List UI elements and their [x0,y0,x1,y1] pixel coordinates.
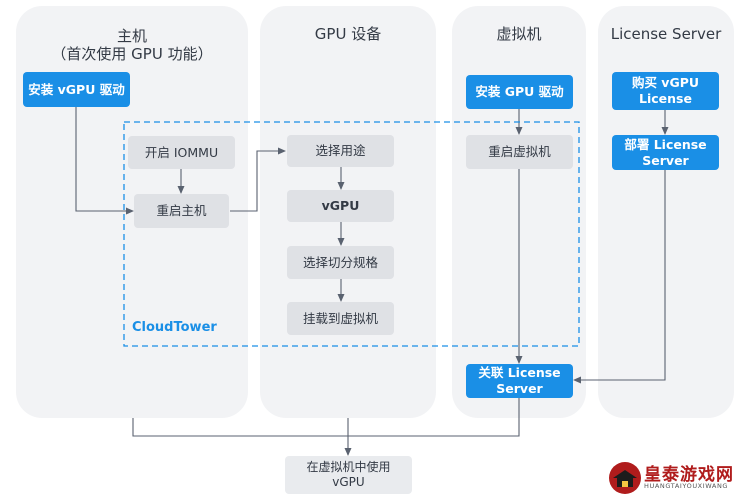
lane-host-title: 主机 [116,27,147,45]
step-link-license-server-line2: Server [496,381,543,396]
step-reboot-host-label: 重启主机 [156,203,207,218]
cloudtower-label: CloudTower [132,320,217,335]
arrow-deploy-to-link [573,170,666,384]
lane-vm-title: 虚拟机 [496,25,542,43]
arrow-reboot-host-to-usage [230,147,286,212]
step-link-license-server: 关联 License Server [466,364,573,398]
watermark-subtext: HUANGTAIYOUXIWANG [644,482,729,490]
merge-line [132,398,520,437]
step-vgpu: vGPU [287,190,394,222]
step-deploy-license-server-line2: Server [642,152,689,168]
pagoda-icon [609,462,641,494]
step-deploy-license-server-line1: 部署 License [624,136,707,152]
step-mount-to-vm: 挂载到虚拟机 [287,302,394,335]
step-enable-iommu: 开启 IOMMU [128,136,235,169]
step-reboot-host: 重启主机 [134,194,229,228]
step-buy-vgpu-license-line2: License [639,91,692,106]
step-use-vgpu-in-vm-line2: vGPU [332,475,365,489]
step-install-vgpu-driver-host: 安装 vGPU 驱动 [23,72,130,107]
step-reboot-vm: 重启虚拟机 [466,135,573,169]
step-buy-vgpu-license-line1: 购买 vGPU [631,75,700,90]
step-vgpu-label: vGPU [321,198,360,213]
step-buy-vgpu-license: 购买 vGPU License [612,72,719,110]
step-enable-iommu-label: 开启 IOMMU [144,144,219,160]
step-use-vgpu-in-vm-line1: 在虚拟机中使用 [306,460,391,474]
step-install-vgpu-driver-host-label: 安装 vGPU 驱动 [28,81,125,97]
lane-license-title: License Server [610,25,722,43]
step-install-gpu-driver-vm-label: 安装 GPU 驱动 [475,84,564,99]
watermark-logo: 皇泰游戏网 HUANGTAIYOUXIWANG [608,458,748,498]
lane-host-subtitle: （首次使用 GPU 功能） [51,45,213,63]
step-install-gpu-driver-vm: 安装 GPU 驱动 [466,75,573,109]
step-deploy-license-server: 部署 License Server [612,135,719,170]
step-choose-split-spec: 选择切分规格 [287,246,394,279]
watermark-text: 皇泰游戏网 [644,465,734,485]
step-reboot-vm-label: 重启虚拟机 [488,144,551,159]
step-choose-usage-label: 选择用途 [315,143,366,158]
step-use-vgpu-in-vm: 在虚拟机中使用 vGPU [285,456,412,494]
step-link-license-server-line1: 关联 License [478,365,561,380]
step-mount-to-vm-label: 挂载到虚拟机 [302,310,378,326]
step-choose-split-spec-label: 选择切分规格 [302,254,378,270]
cloudtower-group-outline [123,121,580,347]
lane-gpu-title: GPU 设备 [314,25,382,43]
step-choose-usage: 选择用途 [287,135,394,167]
arrow-install-to-reboot-host [75,107,134,215]
